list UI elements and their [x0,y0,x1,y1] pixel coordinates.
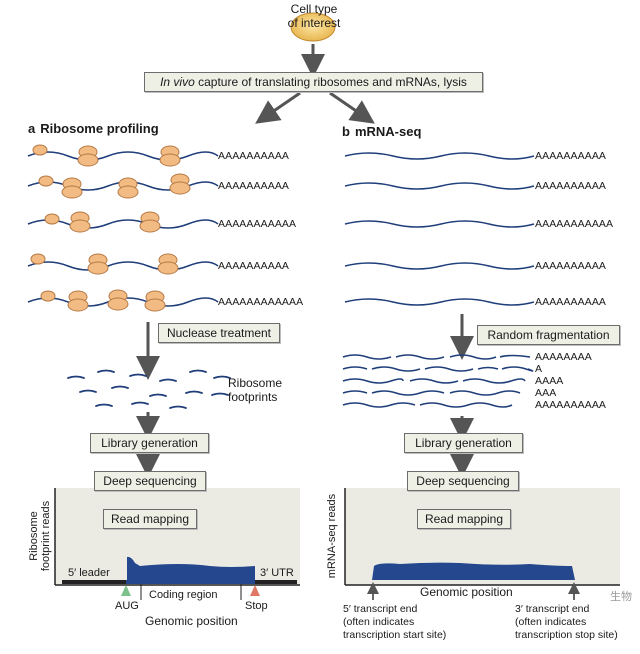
right-y-axis-label: mRNA-seq reads [326,493,338,579]
cell-label: Cell type of interest [287,2,341,30]
capture-em: In vivo [160,75,195,89]
section-b-letter: b [342,124,350,139]
polya-label: AAAAAAAAAA [218,180,290,192]
polya-label: AAAAAAAAAA [535,150,607,162]
polya-label: AAAAAAAAAAAA [218,296,304,308]
section-a-title: a Ribosome profiling [28,121,159,136]
aug-marker [121,585,131,596]
mrna-strand [27,151,219,161]
mrna-strand [27,261,219,271]
top-arrows [255,44,375,124]
ribosome [107,297,129,311]
ribosome [30,253,46,265]
section-b-label: mRNA-seq [354,124,422,139]
ribosome [139,219,161,233]
ribosome [38,175,54,187]
polya-label: AAAAAAAAAAA [535,218,614,230]
ribosome-profile-plot [54,488,300,600]
mrna-strand [344,220,535,228]
polya-label: AAAAAAAAAA [218,150,290,162]
frag-polya-label: AAAAAAAAAA [535,399,607,411]
section-a-letter: a [28,121,36,136]
coding-region-label: Coding region [149,589,218,601]
mrna-strand [344,182,535,190]
stop-marker [250,585,260,596]
ribosome [61,185,83,199]
deep-seq-step-right: Deep sequencing [407,471,519,491]
watermark: 生物 [610,591,632,603]
section-b-title: b mRNA-seq [342,124,421,139]
library-step-left: Library generation [90,433,209,453]
ribosome [44,213,60,225]
ribosome [67,298,89,312]
ribosome [40,290,56,302]
footprint-density [127,556,255,580]
ribosome [169,181,191,195]
left-y-axis-label: Ribosome footprint reads [28,500,52,572]
left-x-axis-label: Genomic position [145,614,238,628]
ribosome [117,185,139,199]
ribosome-group [30,144,191,312]
polya-label: AAAAAAAAAAA [218,218,297,230]
leader-label: 5′ leader [68,567,110,579]
stop-label: Stop [245,600,268,612]
mrna-strand [344,262,535,270]
footprints-label: Ribosome footprints [228,376,283,404]
footprint-fragments [67,369,231,409]
right-x-axis-label: Genomic position [420,585,513,599]
polya-label: AAAAAAAAAA [535,260,607,272]
section-a-label: Ribosome profiling [40,121,159,136]
three-end-label: 3′ transcript end (often indicates trans… [515,603,618,641]
capture-step-box: In vivo capture of translating ribosomes… [144,72,483,92]
five-end-label: 5′ transcript end (often indicates trans… [343,603,447,641]
left-mrna-group [27,151,219,307]
polya-label: AAAAAAAAAA [218,260,290,272]
polya-label: AAAAAAAAAA [535,180,607,192]
ribosome [87,261,109,275]
deep-seq-step-left: Deep sequencing [94,471,206,491]
utr-label: 3′ UTR [260,567,294,579]
frag-polya-label: AAA [535,387,557,399]
mrna-strand [344,298,535,306]
read-density [372,562,575,580]
mapping-step-left: Read mapping [103,509,197,529]
mapping-step-right: Read mapping [417,509,511,529]
library-step-right: Library generation [404,433,523,453]
ribosome [77,153,99,167]
mrna-strand [344,152,535,160]
fragmentation-step-box: Random fragmentation [477,325,620,345]
ribosome [144,298,166,312]
ribosome [32,144,48,156]
polya-label: AAAAAAAAAA [535,296,607,308]
aug-label: AUG [115,600,139,612]
ribosome [69,219,91,233]
fragmented-mrna-group [342,354,534,408]
ribosome [157,261,179,275]
nuclease-step-box: Nuclease treatment [158,323,280,343]
mrna-seq-plot [344,488,620,600]
cell-icon [290,12,336,42]
capture-text: capture of translating ribosomes and mRN… [194,75,467,89]
mrna-strand [27,297,219,307]
ribosome [159,153,181,167]
right-mrna-group [344,152,535,306]
mrna-strand [27,219,219,229]
frag-polya-label: A [535,363,543,375]
frag-polya-label: AAAA [535,375,564,387]
frag-polya-label: AAAAAAAA [535,351,592,363]
